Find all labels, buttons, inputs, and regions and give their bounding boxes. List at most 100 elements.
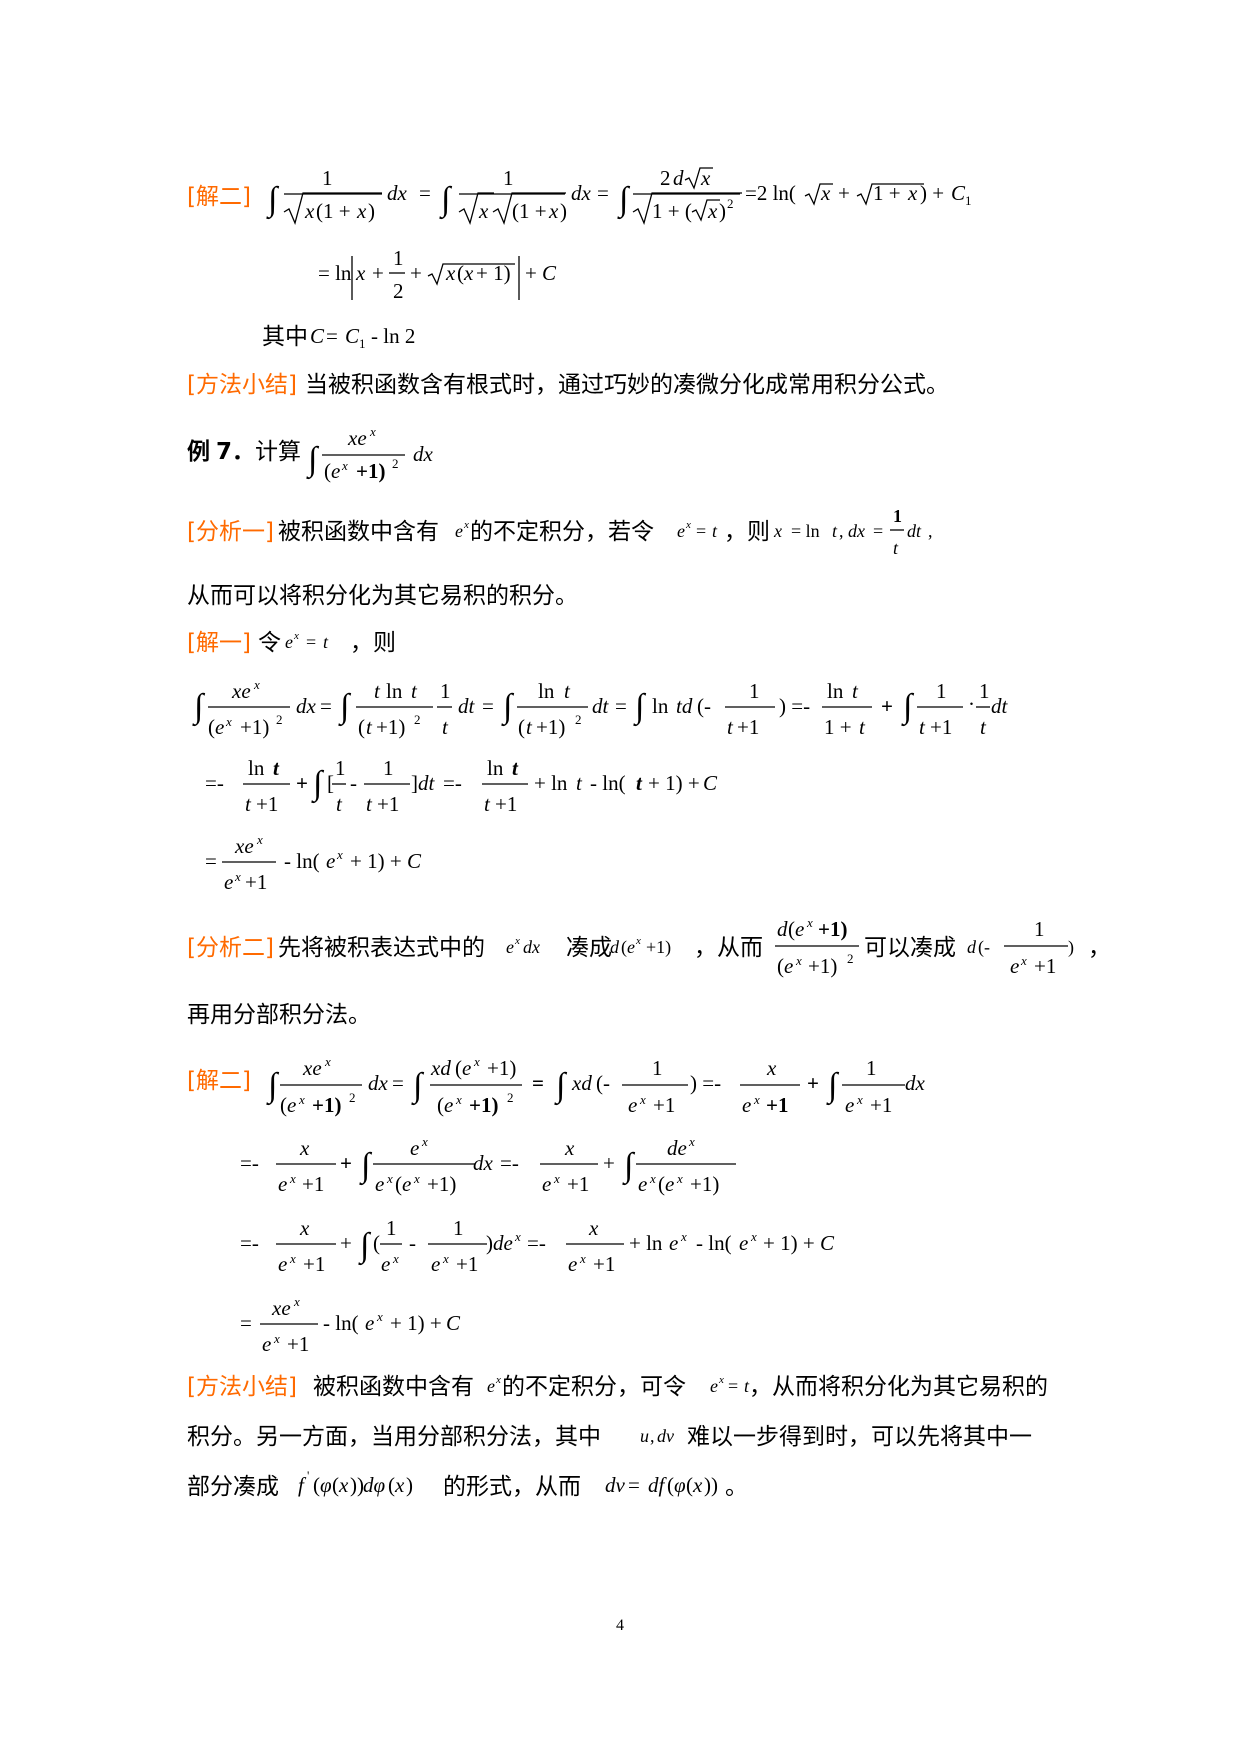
svg-text:e: e (627, 937, 635, 957)
solution-two-tag: [解二] (187, 184, 251, 210)
summary-two-line3b: 的形式，从而 (443, 1474, 581, 1500)
svg-text:1: 1 (893, 506, 902, 526)
svg-text:1: 1 (652, 1056, 663, 1080)
svg-text:x: x (293, 630, 299, 642)
svg-text:x: x (718, 1374, 724, 1386)
svg-text:): ) (486, 1231, 493, 1255)
svg-text:,: , (650, 1426, 655, 1446)
svg-text:=: = (392, 1071, 404, 1095)
svg-text:t: t (564, 679, 571, 703)
svg-text:+: + (525, 261, 537, 285)
svg-text:·: · (968, 692, 975, 716)
svg-text:=: = (306, 632, 316, 652)
svg-text:(: ( (777, 954, 784, 978)
svg-text:dx: dx (848, 521, 865, 541)
svg-text:+1): +1) (376, 715, 405, 739)
svg-text:e: e (375, 1172, 384, 1196)
svg-text:(: ( (388, 1473, 395, 1497)
svg-text:x: x (392, 1251, 399, 1266)
svg-text:x: x (548, 199, 559, 223)
formula-solution1-line2: =- ln t t+1 + ∫ [ 1 t - 1 t+1 ]dt =- ln … (205, 756, 718, 816)
svg-text:td: td (676, 694, 693, 718)
svg-text:1: 1 (335, 756, 346, 780)
svg-text:(: ( (455, 1056, 462, 1080)
svg-text:d: d (610, 937, 620, 957)
svg-text:+: + (372, 261, 384, 285)
svg-text:+: + (296, 771, 308, 795)
svg-text:+1): +1) (536, 715, 565, 739)
svg-text:+1: +1 (303, 1252, 325, 1276)
svg-text:1: 1 (383, 756, 394, 780)
svg-text:e: e (402, 1172, 411, 1196)
svg-text:(: ( (358, 715, 365, 739)
svg-text:x: x (514, 1229, 521, 1244)
svg-text:e: e (568, 1252, 577, 1276)
svg-text:2: 2 (392, 456, 399, 471)
svg-text:t: t (980, 715, 987, 739)
svg-text:x: x (386, 1171, 393, 1186)
svg-text:dv: dv (605, 1473, 626, 1497)
svg-text:x: x (773, 521, 782, 541)
svg-text:=: = (628, 1473, 640, 1497)
svg-text:) =-: ) =- (779, 694, 810, 718)
svg-text:x: x (338, 1473, 349, 1497)
svg-text:ln: ln (248, 756, 265, 780)
svg-text:t: t (893, 538, 899, 558)
svg-text:x: x (1020, 953, 1027, 968)
method-summary-tag: [方法小结] (187, 372, 297, 398)
svg-text:=2 ln(: =2 ln( (745, 181, 796, 205)
svg-text:+1: +1 (766, 1093, 788, 1117)
svg-text:+1: +1 (1034, 954, 1056, 978)
svg-text:=: = (326, 324, 338, 348)
svg-text:x: x (676, 1171, 683, 1186)
svg-text:) +: ) + (920, 181, 944, 205)
svg-text:∫: ∫ (311, 765, 325, 804)
svg-text:de: de (493, 1231, 513, 1255)
svg-text:dt: dt (592, 694, 610, 718)
svg-text:1: 1 (979, 679, 990, 703)
svg-text:1 +: 1 + (873, 181, 901, 205)
svg-text:t: t (442, 715, 449, 739)
svg-text:x: x (421, 1134, 428, 1149)
svg-text:2: 2 (276, 712, 283, 727)
svg-text:dt: dt (458, 694, 476, 718)
svg-text:)): )) (704, 1473, 718, 1497)
svg-text:t: t (727, 715, 734, 739)
svg-text:e: e (326, 849, 335, 873)
svg-text:=: = (482, 694, 494, 718)
svg-text:+1): +1) (818, 917, 847, 941)
svg-text:∫: ∫ (266, 1067, 280, 1106)
summary-two-line2b: 难以一步得到时，可以先将其中一 (687, 1424, 1032, 1450)
svg-text:∫: ∫ (338, 688, 352, 727)
svg-text:1: 1 (866, 1056, 877, 1080)
svg-text:xd: xd (430, 1056, 451, 1080)
svg-text:x: x (356, 199, 367, 223)
svg-text:e: e (677, 521, 685, 541)
analysis-one-text-2: 的不定积分，若令 (470, 519, 654, 545)
svg-text:ln: ln (487, 756, 504, 780)
solution-one-tag: [解一] (187, 630, 251, 656)
svg-text:+1: +1 (495, 792, 517, 816)
example-text: 计算 (255, 439, 301, 465)
svg-text:=: = (419, 181, 431, 205)
svg-text:x: x (856, 1092, 863, 1107)
svg-text:+: + (603, 1151, 615, 1175)
svg-text:x: x (635, 935, 641, 947)
svg-text:t: t (323, 632, 329, 652)
page-number: 4 (616, 1617, 624, 1634)
svg-text:t: t (366, 792, 373, 816)
svg-text:1: 1 (322, 166, 333, 190)
svg-text:): ) (368, 199, 375, 223)
svg-text:+1): +1) (469, 1093, 498, 1117)
svg-text:e: e (455, 521, 463, 541)
svg-text:(: ( (658, 1172, 665, 1196)
svg-text:): ) (1068, 937, 1074, 958)
svg-text:=: = (696, 521, 706, 541)
svg-text:+1: +1 (930, 715, 952, 739)
svg-text:x: x (753, 1092, 760, 1107)
svg-text:- ln(: - ln( (284, 849, 320, 873)
